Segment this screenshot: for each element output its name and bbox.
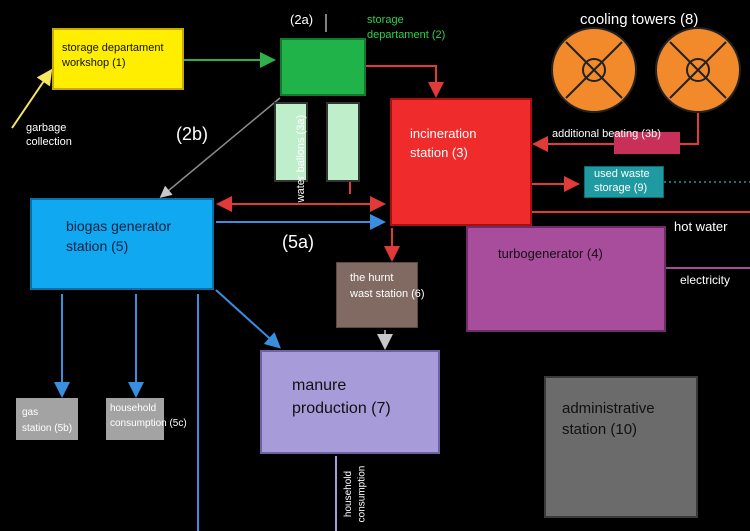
additional-heating-bar [614,132,680,154]
administrative-label-2: station (10) [562,421,638,438]
incineration-station-box [390,98,532,226]
arrow-storage-to-biogas [159,97,281,198]
storage-workshop-label-2: workshop (1) [62,57,126,69]
gas-station-label-2: station (5b) [22,423,73,434]
household-bottom-label-1: household [343,470,355,518]
water-ballon-right [326,102,360,182]
arrow-cooling-to-incineration [532,110,699,152]
gas-station-box [16,398,78,440]
storage-workshop-box [52,28,184,90]
biogas-station-box [30,198,214,290]
household-5c-label-1: household [110,403,157,414]
storage-department-label-1: storage [367,14,404,26]
manure-label-2: production (7) [292,400,391,417]
storage-department-label-2: departament (2) [367,29,446,41]
garbage-collection-label-1: garbage [26,122,67,134]
household-bottom-label-2: consumption [356,465,368,523]
burnt-waste-label-1: the hurnt [350,272,394,284]
additional-heating-label: additional beating (3b) [552,128,661,140]
turbogenerator-label: turbogenerator (4) [498,246,603,261]
tag-2b: (2b) [176,124,209,144]
cooling-towers-label: cooling towers (8) [580,11,699,28]
manure-production-box [260,350,440,454]
incineration-label-1: incineration [410,126,477,141]
tag-2a: (2a) [290,12,314,27]
used-waste-label-1: used waste [594,168,650,180]
hot-water-label: hot water [674,219,728,234]
water-ballons-label: water ballons (3a) [295,114,308,203]
water-ballon-left [274,102,308,182]
storage-workshop-label-1: storage departament [62,42,164,54]
tag-5a: (5a) [282,232,315,252]
used-waste-storage-box [584,166,664,198]
arrow-biogas-to-manure [215,289,281,349]
incineration-label-2: station (3) [410,145,468,160]
electricity-label: electricity [680,273,731,287]
gas-station-label-1: gas [22,407,39,418]
administrative-label-1: administrative [562,400,655,417]
biogas-label-2: station (5) [66,238,129,254]
household-5c-box [106,398,164,440]
biogas-label-1: biogas generator [66,218,172,234]
manure-label-1: manure [292,377,347,394]
household-5c-label-2: consumption (5c) [110,418,187,429]
administrative-station-box [544,376,698,518]
burnt-waste-label-2: wast station (6) [350,288,425,300]
arrow-garbage-to-workshop [11,68,53,129]
turbogenerator-box [466,226,666,332]
garbage-collection-label-2: collection [26,136,72,148]
used-waste-label-2: storage (9) [594,182,648,194]
arrow-storage-to-incineration [366,65,444,98]
storage-department-box [280,38,366,96]
burnt-waste-station-box [336,262,418,328]
